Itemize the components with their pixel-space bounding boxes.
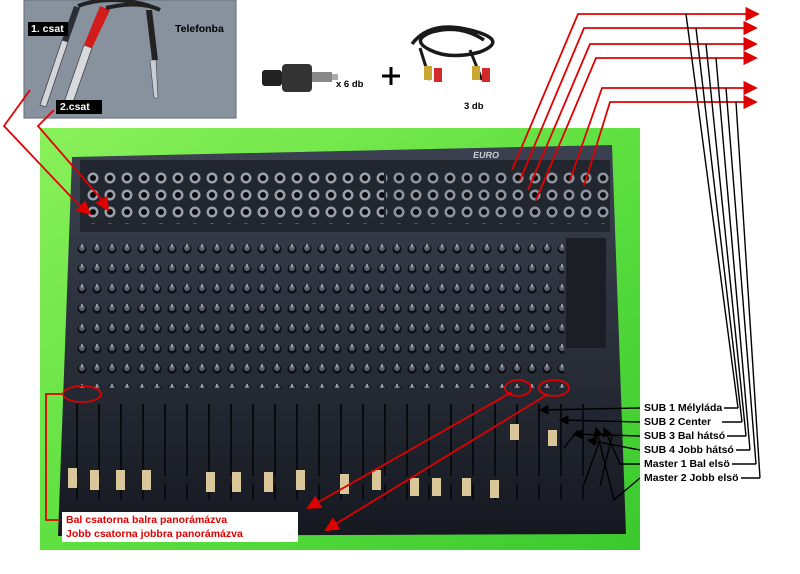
plus-icon bbox=[382, 67, 400, 85]
output-label-sub4: SUB 4 Jobb hátsó bbox=[642, 444, 736, 456]
output-label-sub3: SUB 3 Bal hátsó bbox=[642, 430, 728, 442]
fader-caps bbox=[68, 424, 557, 498]
label-channel-2: 2.csat bbox=[60, 101, 90, 113]
pan-knob-highlight-mid bbox=[504, 379, 532, 397]
arrow-ch2-input bbox=[36, 109, 109, 212]
arrow-output-3 bbox=[527, 36, 758, 191]
output-label-master1: Master 1 Bal elsö bbox=[642, 458, 732, 470]
rca-cable-icon bbox=[410, 25, 495, 82]
arrow-output-6 bbox=[583, 94, 758, 187]
arrow-pan-right bbox=[324, 393, 549, 531]
pan-knob-highlight-right bbox=[538, 379, 570, 397]
label-phone: Telefonba bbox=[175, 23, 224, 35]
caption-box bbox=[62, 512, 298, 542]
output-label-sub2: SUB 2 Center bbox=[642, 416, 714, 428]
adapter-icon bbox=[262, 64, 338, 92]
black-annotations bbox=[538, 13, 761, 502]
arrow-output-2 bbox=[519, 20, 758, 181]
rca-count: 3 db bbox=[464, 101, 484, 112]
knob-section bbox=[74, 238, 564, 388]
arrow-pan-left bbox=[306, 391, 513, 509]
arrow-ch1-input bbox=[2, 89, 92, 216]
label-channel-1: 1. csat bbox=[31, 23, 64, 35]
pan-caption-line-2: Jobb csatorna jobbra panorámázva bbox=[66, 528, 243, 540]
pan-knob-highlight-left bbox=[62, 385, 102, 403]
cable-photo bbox=[23, 0, 237, 119]
red-annotations bbox=[2, 6, 760, 531]
master-section bbox=[566, 238, 606, 348]
mixer-photo: EURO bbox=[40, 128, 640, 550]
output-label-sub1: SUB 1 Mélyláda bbox=[642, 402, 725, 414]
arrow-output-5 bbox=[569, 80, 758, 181]
arrow-output-1 bbox=[511, 6, 760, 171]
pan-caption-line-1: Bal csatorna balra panorámázva bbox=[66, 514, 228, 526]
brand-logo: EURO bbox=[473, 150, 500, 160]
adapter-count: x 6 db bbox=[336, 79, 364, 90]
output-label-master2: Master 2 Jobb elsö bbox=[642, 472, 741, 484]
arrow-output-4 bbox=[535, 50, 758, 201]
